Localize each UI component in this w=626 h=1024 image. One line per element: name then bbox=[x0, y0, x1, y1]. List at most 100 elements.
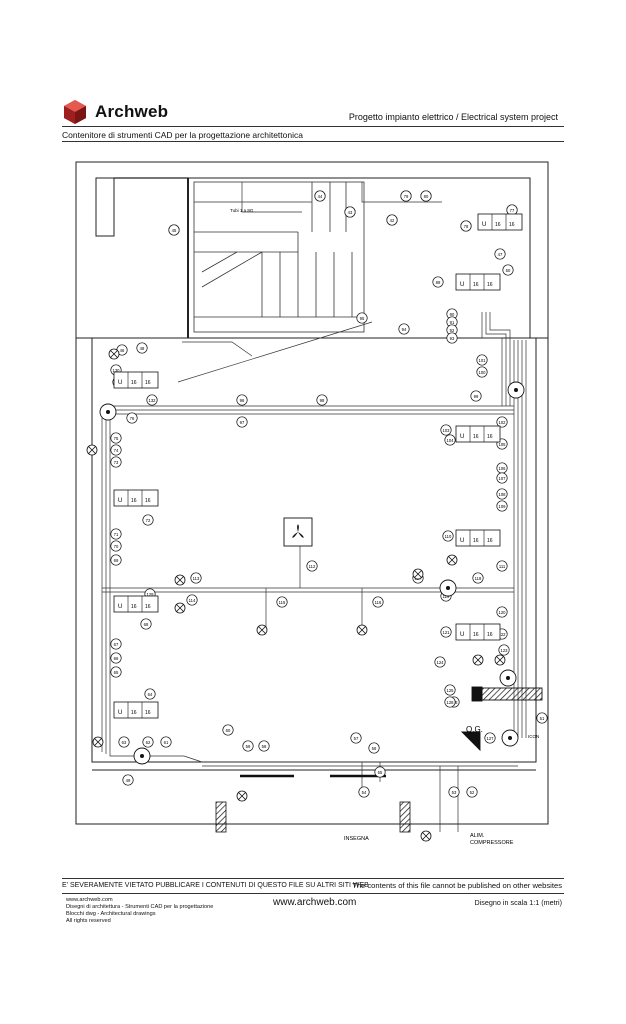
circuit-number-115: 115 bbox=[276, 596, 288, 608]
svg-text:125: 125 bbox=[447, 688, 455, 693]
svg-text:113: 113 bbox=[193, 576, 200, 581]
circuit-number-70: 70 bbox=[110, 540, 122, 552]
svg-text:16: 16 bbox=[131, 604, 137, 610]
svg-text:75: 75 bbox=[114, 436, 119, 441]
copyright-warning-it: E' SEVERAMENTE VIETATO PUBBLICARE I CONT… bbox=[62, 882, 369, 889]
junction-box-icon bbox=[501, 729, 519, 747]
circuit-number-63: 63 bbox=[118, 736, 130, 748]
page-title: Progetto impianto elettrico / Electrical… bbox=[348, 112, 558, 122]
svg-text:60: 60 bbox=[226, 728, 231, 733]
circuit-number-49: 49 bbox=[122, 774, 134, 786]
circuit-number-123: 123 bbox=[498, 644, 510, 656]
label-compressore: COMPRESSORE bbox=[470, 840, 514, 846]
lamp-icon bbox=[174, 602, 186, 614]
svg-text:U: U bbox=[460, 434, 464, 440]
circuit-number-107: 107 bbox=[496, 472, 508, 484]
circuit-number-106: 106 bbox=[496, 462, 508, 474]
svg-text:16: 16 bbox=[495, 222, 501, 228]
svg-text:65: 65 bbox=[114, 670, 119, 675]
svg-text:92: 92 bbox=[450, 328, 455, 333]
entrance-pillar-right bbox=[399, 801, 411, 833]
cable-runs bbox=[101, 182, 527, 832]
junction-box-icon bbox=[507, 381, 525, 399]
svg-text:70: 70 bbox=[114, 544, 119, 549]
svg-text:80: 80 bbox=[424, 194, 429, 199]
lamp-icon bbox=[356, 624, 368, 636]
svg-text:16: 16 bbox=[509, 222, 515, 228]
circuit-number-75: 75 bbox=[110, 432, 122, 444]
lamp-icon bbox=[92, 736, 104, 748]
svg-text:118: 118 bbox=[475, 576, 482, 581]
svg-text:U: U bbox=[118, 380, 122, 386]
circuit-number-73: 73 bbox=[110, 456, 122, 468]
svg-text:128: 128 bbox=[447, 700, 455, 705]
svg-text:16: 16 bbox=[145, 604, 151, 610]
svg-text:16: 16 bbox=[473, 632, 479, 638]
lamp-icon bbox=[236, 790, 248, 802]
ceiling-fan-icon bbox=[283, 517, 313, 547]
socket-box: U 16 16 bbox=[113, 595, 159, 613]
svg-text:U: U bbox=[118, 710, 122, 716]
svg-text:119: 119 bbox=[443, 594, 450, 599]
circuit-number-109: 109 bbox=[496, 500, 508, 512]
svg-text:129: 129 bbox=[147, 592, 155, 597]
svg-text:106: 106 bbox=[499, 466, 507, 471]
meta-line: Disegni di architettura - Strumenti CAD … bbox=[66, 904, 214, 910]
svg-text:16: 16 bbox=[131, 710, 137, 716]
svg-text:U: U bbox=[482, 222, 486, 228]
footer-url[interactable]: www.archweb.com bbox=[273, 897, 357, 908]
label-alim: ALIM. bbox=[470, 833, 485, 839]
svg-text:16: 16 bbox=[473, 434, 479, 440]
svg-text:71: 71 bbox=[114, 532, 119, 537]
circuit-number-121: 121 bbox=[440, 626, 452, 638]
circuit-number-132: 132 bbox=[146, 394, 158, 406]
circuit-number-68: 68 bbox=[140, 618, 152, 630]
circuit-number-60: 60 bbox=[222, 724, 234, 736]
svg-text:53: 53 bbox=[452, 790, 457, 795]
circuit-number-64: 64 bbox=[144, 688, 156, 700]
svg-text:U: U bbox=[460, 282, 464, 288]
brand-name: Archweb bbox=[95, 102, 169, 121]
svg-text:116: 116 bbox=[375, 600, 382, 605]
svg-text:97: 97 bbox=[240, 420, 245, 425]
svg-text:42: 42 bbox=[390, 218, 395, 223]
svg-text:49: 49 bbox=[126, 778, 131, 783]
svg-text:62: 62 bbox=[146, 740, 151, 745]
circuit-number-72: 72 bbox=[142, 514, 154, 526]
circuit-number-108: 108 bbox=[496, 488, 508, 500]
lamp-icon bbox=[446, 554, 458, 566]
svg-text:16: 16 bbox=[131, 498, 137, 504]
junction-box-icon bbox=[439, 579, 457, 597]
svg-text:63: 63 bbox=[122, 740, 127, 745]
circuit-number-71: 71 bbox=[110, 528, 122, 540]
lamp-icon bbox=[412, 568, 424, 580]
label-insegna: INSEGNA bbox=[344, 836, 369, 842]
svg-text:U: U bbox=[118, 604, 122, 610]
circuit-number-69: 69 bbox=[110, 554, 122, 566]
circuit-number-54: 54 bbox=[358, 786, 370, 798]
lamp-icon bbox=[108, 348, 120, 360]
circuit-number-61: 61 bbox=[160, 736, 172, 748]
svg-text:115: 115 bbox=[279, 600, 286, 605]
circuit-number-44: 44 bbox=[314, 190, 326, 202]
svg-text:105: 105 bbox=[499, 442, 507, 447]
meta-line: All rights reserved bbox=[66, 918, 111, 924]
drawing-scale: Disegno in scala 1:1 (metri) bbox=[474, 898, 562, 907]
footer-divider-bottom bbox=[62, 893, 564, 894]
header-divider bbox=[62, 126, 564, 127]
circuit-number-56: 56 bbox=[368, 742, 380, 754]
circuit-number-66: 66 bbox=[110, 652, 122, 664]
lamp-icon bbox=[420, 830, 432, 842]
svg-text:56: 56 bbox=[372, 746, 377, 751]
svg-text:46: 46 bbox=[120, 348, 125, 353]
svg-text:16: 16 bbox=[487, 632, 493, 638]
svg-text:73: 73 bbox=[114, 460, 119, 465]
circuit-number-104: 104 bbox=[444, 434, 456, 446]
svg-text:94: 94 bbox=[402, 327, 407, 332]
junction-box-icon bbox=[133, 747, 151, 765]
svg-text:124: 124 bbox=[437, 660, 445, 665]
svg-text:102: 102 bbox=[499, 420, 507, 425]
